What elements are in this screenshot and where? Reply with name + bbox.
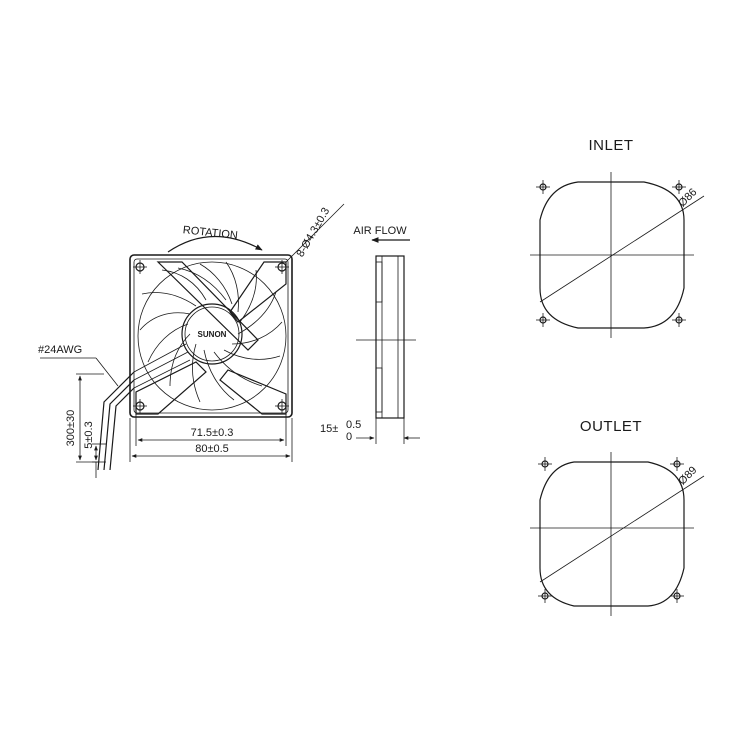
- cable-channel: [133, 343, 191, 389]
- thickness-lower-tolerance: 0: [346, 431, 352, 443]
- inlet-view: INLET Ø86: [530, 137, 705, 338]
- inlet-mounting-holes: [536, 180, 686, 327]
- side-flange-top: [375, 261, 383, 303]
- rotation-arrow: [167, 235, 263, 253]
- brand-label: SUNON: [198, 330, 227, 339]
- outlet-mounting-holes: [538, 457, 684, 603]
- outlet-diameter-label: Ø89: [676, 464, 699, 487]
- fan-hub: [181, 303, 243, 365]
- fan-hub-inner: [184, 306, 240, 362]
- outlet-view: OUTLET Ø89: [530, 418, 705, 616]
- strip-length-label: 5±0.3: [83, 421, 95, 448]
- fan-blades: [137, 261, 287, 411]
- inlet-outline: [539, 181, 685, 329]
- mounting-holes: [133, 260, 289, 413]
- thickness-upper-tolerance: 0.5: [346, 419, 361, 431]
- wire-gauge-leader-diag: [95, 357, 119, 387]
- fan-frame-inner-outline: [133, 258, 289, 414]
- side-view: AIR FLOW 15± 0.5 0: [320, 225, 420, 444]
- inner-width-label: 71.5±0.3: [191, 427, 234, 439]
- thickness-label: 15±: [320, 423, 338, 435]
- inlet-diameter-line: [539, 195, 705, 303]
- fan-frame-outline: [129, 254, 293, 418]
- inlet-title: INLET: [588, 137, 633, 154]
- front-view: SUNON ROTATION 8-Ø4.3±0.3 #24AWG: [38, 203, 345, 478]
- hole-label: 8-Ø4.3±0.3: [294, 206, 332, 260]
- hole-leader-line: [285, 203, 345, 263]
- outlet-title: OUTLET: [580, 418, 642, 435]
- side-flange-bottom: [375, 367, 383, 413]
- rotation-label: ROTATION: [182, 224, 238, 242]
- outlet-outline: [539, 461, 685, 607]
- outlet-diameter-line: [539, 475, 705, 583]
- side-frame: [375, 255, 405, 419]
- wire-gauge-label: #24AWG: [38, 344, 82, 356]
- airflow-label: AIR FLOW: [353, 225, 407, 237]
- lead-length-label: 300±30: [65, 410, 77, 447]
- outer-width-label: 80±0.5: [195, 443, 229, 455]
- lead-wires: [97, 371, 135, 471]
